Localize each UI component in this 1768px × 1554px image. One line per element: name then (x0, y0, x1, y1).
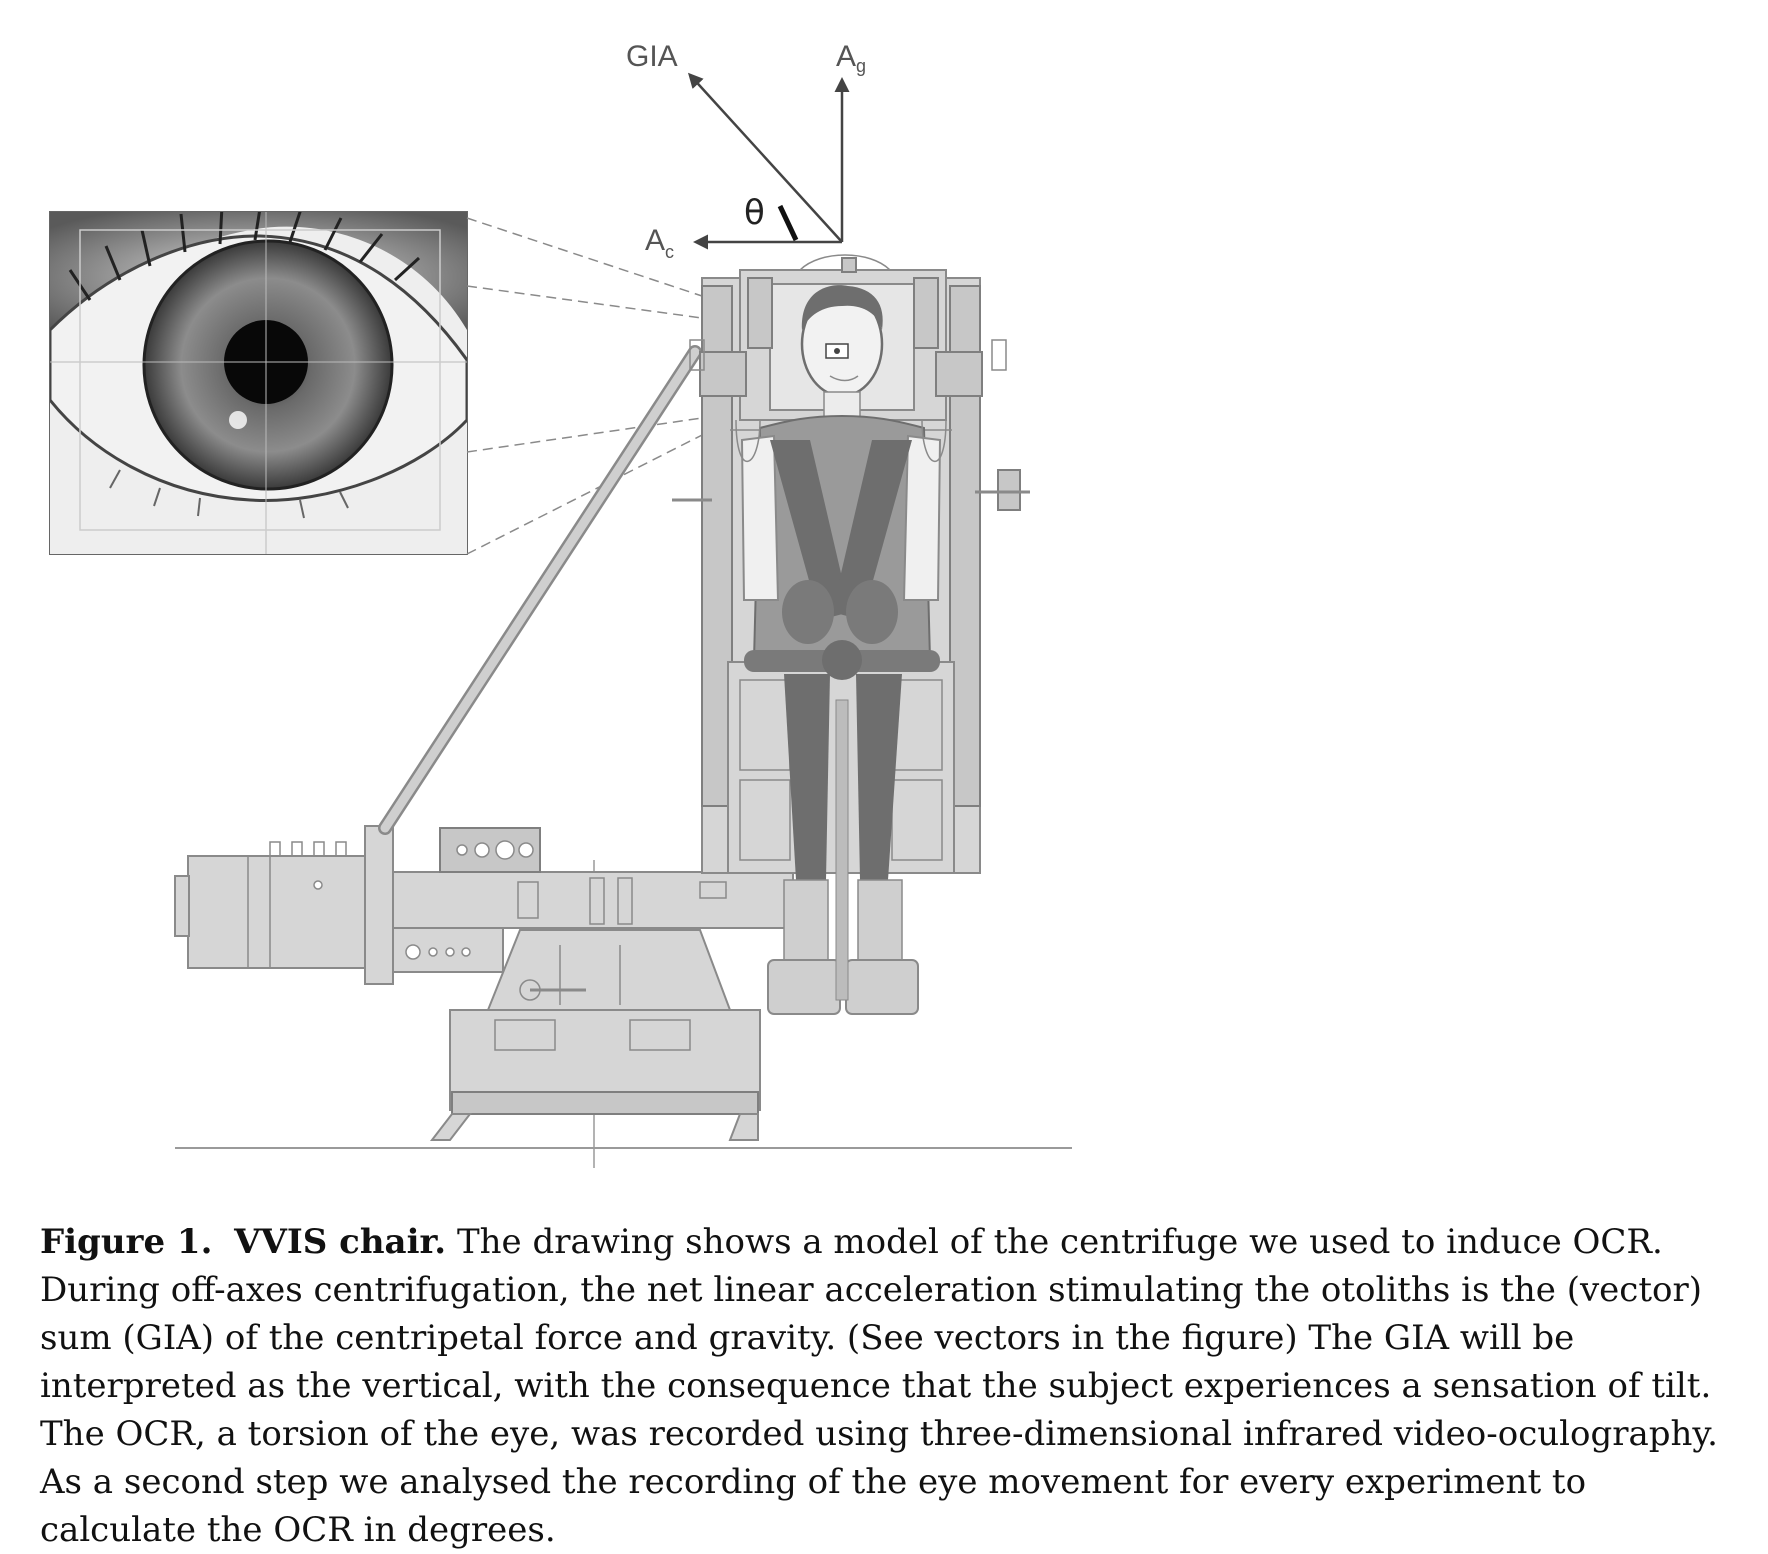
subject (735, 285, 947, 1015)
eye-inset (49, 211, 468, 555)
vector-diagram: GIA Ag Ac θ (626, 40, 866, 262)
ac-label: Ac (645, 224, 674, 262)
ag-subscript: g (856, 56, 866, 76)
centrifuge-drawing (174, 254, 1072, 1168)
figure-caption: Figure 1. VVIS chair. The drawing shows … (40, 1218, 1740, 1554)
theta-label: θ (744, 193, 765, 233)
gia-label: GIA (626, 40, 678, 73)
caption-title: VVIS chair. (234, 1222, 447, 1262)
ac-subscript: c (665, 242, 674, 262)
caption-text: The drawing shows a model of the centrif… (40, 1222, 1718, 1550)
gia-vector (687, 72, 843, 243)
figure-vvis-chair: GIA Ag Ac θ (49, 40, 1072, 1168)
ag-label: Ag (836, 40, 866, 76)
caption-label: Figure 1. (40, 1222, 213, 1262)
theta-arc-mark (777, 204, 799, 242)
projection-lines (466, 217, 713, 555)
